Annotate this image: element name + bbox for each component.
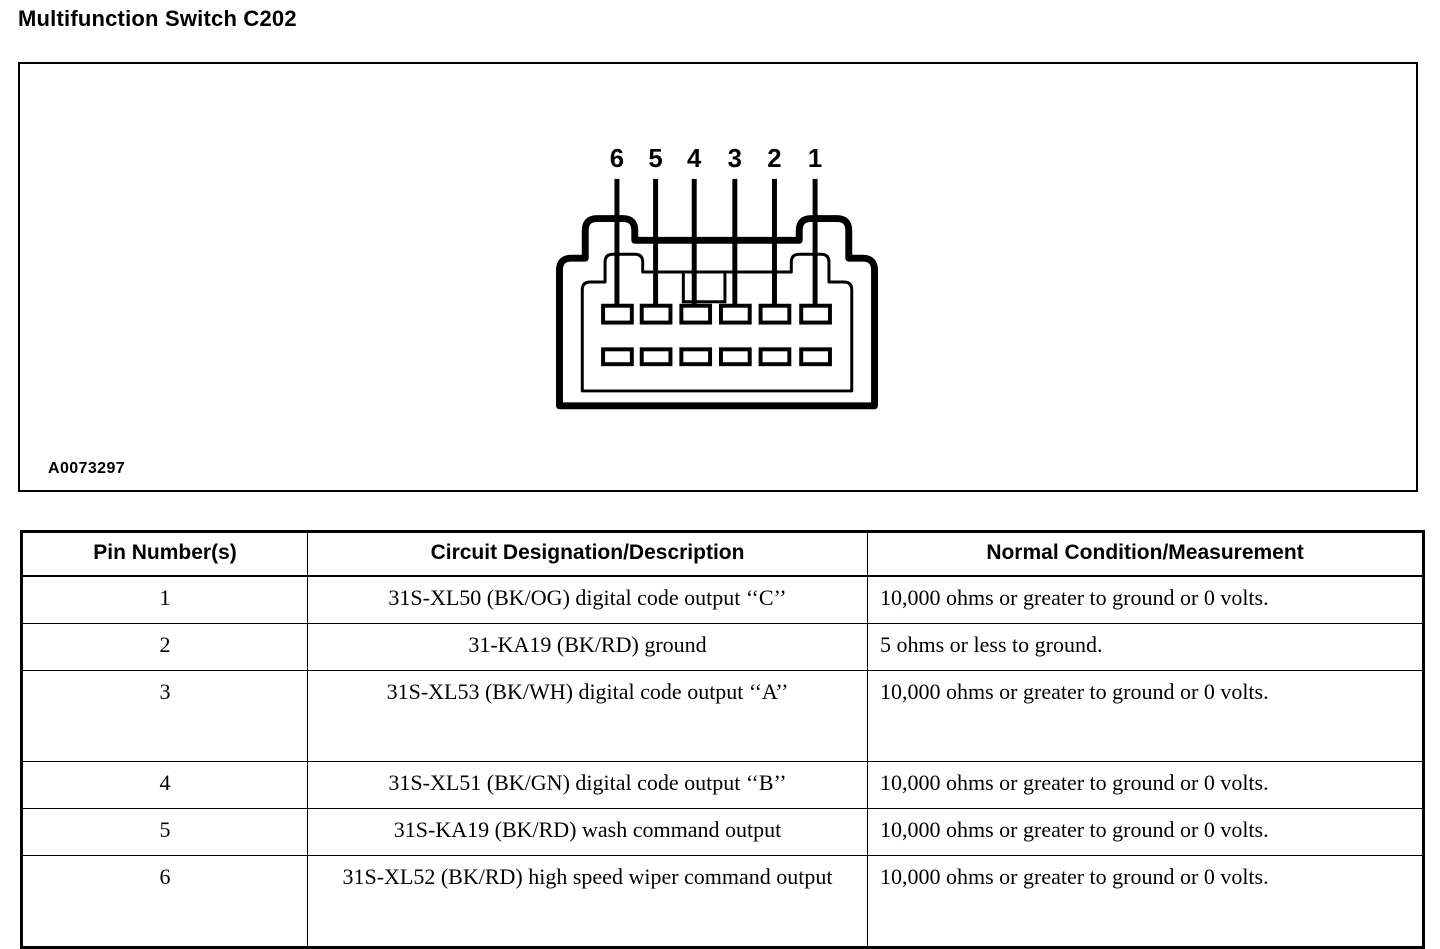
- cell-description: 31-KA19 (BK/RD) ground: [307, 623, 868, 671]
- cell-pin-number: 6: [20, 855, 308, 949]
- pin-description-table: Pin Number(s) Circuit Designation/Descri…: [20, 530, 1425, 949]
- cell-description: 31S-KA19 (BK/RD) wash command output: [307, 808, 868, 856]
- table-row: 1 31S-XL50 (BK/OG) digital code output ‘…: [20, 575, 1425, 624]
- terminal-top-5: [639, 303, 673, 325]
- table-row: 3 31S-XL53 (BK/WH) digital code output ‘…: [20, 670, 1425, 762]
- terminal-bottom-1: [799, 347, 832, 367]
- cell-measurement: 10,000 ohms or greater to ground or 0 vo…: [867, 855, 1425, 949]
- pin-label-6: 6: [610, 145, 624, 173]
- terminal-top-6: [601, 303, 634, 325]
- connector-diagram-graphic: 6 5 4 3 2 1: [20, 64, 1416, 490]
- terminal-row-bottom: [601, 347, 832, 367]
- cell-pin-number: 3: [20, 670, 308, 762]
- pin-label-3: 3: [728, 145, 742, 173]
- cell-pin-number: 4: [20, 761, 308, 809]
- table-row: 4 31S-XL51 (BK/GN) digital code output ‘…: [20, 761, 1425, 809]
- table-header: Pin Number(s) Circuit Designation/Descri…: [20, 530, 1425, 577]
- pin-number-labels: 6 5 4 3 2 1: [610, 145, 822, 173]
- pin-label-4: 4: [687, 145, 702, 173]
- connector-diagram-panel: 6 5 4 3 2 1: [18, 62, 1418, 492]
- cell-pin-number: 2: [20, 623, 308, 671]
- pin-label-1: 1: [808, 145, 822, 173]
- table-row: 5 31S-KA19 (BK/RD) wash command output 1…: [20, 808, 1425, 856]
- cell-pin-number: 1: [20, 575, 308, 624]
- terminal-bottom-6: [601, 347, 634, 367]
- connector-center-notch: [681, 272, 727, 304]
- cell-measurement: 10,000 ohms or greater to ground or 0 vo…: [867, 670, 1425, 762]
- terminal-top-3: [718, 303, 752, 325]
- column-header-description: Circuit Designation/Description: [307, 530, 868, 577]
- cell-description: 31S-XL50 (BK/OG) digital code output ‘‘C…: [307, 575, 868, 624]
- column-header-pin-number: Pin Number(s): [20, 530, 308, 577]
- table-row: 6 31S-XL52 (BK/RD) high speed wiper comm…: [20, 855, 1425, 949]
- terminal-bottom-2: [758, 347, 792, 367]
- cell-measurement: 5 ohms or less to ground.: [867, 623, 1425, 671]
- terminal-top-1: [799, 303, 832, 325]
- cell-measurement: 10,000 ohms or greater to ground or 0 vo…: [867, 761, 1425, 809]
- terminal-top-2: [758, 303, 792, 325]
- cell-description: 31S-XL53 (BK/WH) digital code output ‘‘A…: [307, 670, 868, 762]
- terminal-top-4: [679, 303, 713, 325]
- cell-description: 31S-XL52 (BK/RD) high speed wiper comman…: [307, 855, 868, 949]
- connector-outer-shell: [556, 215, 878, 410]
- cell-measurement: 10,000 ohms or greater to ground or 0 vo…: [867, 808, 1425, 856]
- column-header-measurement: Normal Condition/Measurement: [867, 530, 1425, 577]
- table-row: 2 31-KA19 (BK/RD) ground 5 ohms or less …: [20, 623, 1425, 671]
- cell-measurement: 10,000 ohms or greater to ground or 0 vo…: [867, 575, 1425, 624]
- connector-inner-outline: [580, 252, 854, 393]
- table-body: 1 31S-XL50 (BK/OG) digital code output ‘…: [20, 575, 1425, 949]
- terminal-row-top: [601, 303, 832, 325]
- terminal-bottom-5: [639, 347, 673, 367]
- pin-label-2: 2: [767, 145, 781, 173]
- page-title: Multifunction Switch C202: [18, 6, 297, 31]
- table-header-row: Pin Number(s) Circuit Designation/Descri…: [20, 530, 1425, 577]
- connector-face-svg: 6 5 4 3 2 1: [556, 145, 878, 410]
- cell-pin-number: 5: [20, 808, 308, 856]
- cell-description: 31S-XL51 (BK/GN) digital code output ‘‘B…: [307, 761, 868, 809]
- pin-label-5: 5: [648, 145, 662, 173]
- terminal-bottom-3: [718, 347, 752, 367]
- terminal-bottom-4: [679, 347, 713, 367]
- diagram-reference-code: A0073297: [48, 460, 126, 477]
